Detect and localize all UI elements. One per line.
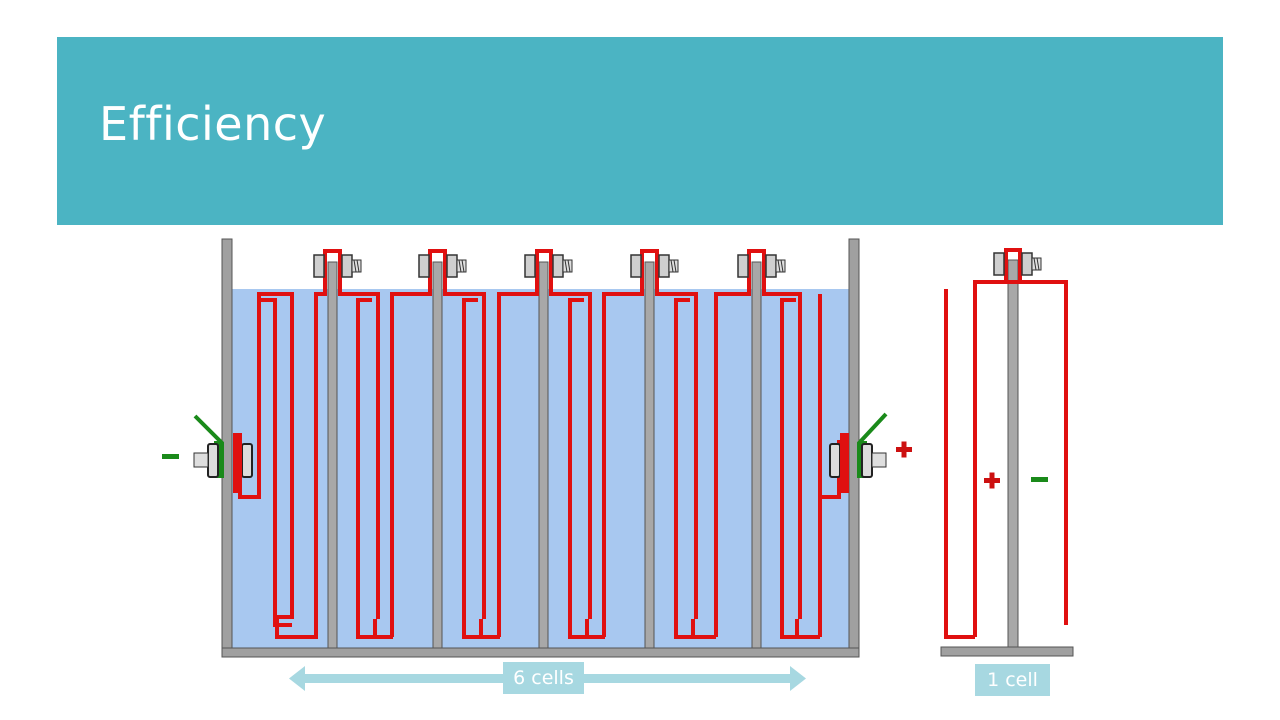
negative-terminal xyxy=(193,414,253,493)
minus-sign-left xyxy=(162,454,179,459)
title-bar: Efficiency xyxy=(57,37,1223,225)
plus-sign-right xyxy=(896,441,912,458)
one-cell-label: 1 cell xyxy=(975,664,1050,696)
cell-plus-sign xyxy=(984,472,1000,489)
positive-terminal xyxy=(829,412,888,493)
slide-title: Efficiency xyxy=(99,97,327,151)
six-cells-label: 6 cells xyxy=(503,662,584,694)
battery-plates xyxy=(238,249,841,639)
cell-separators xyxy=(327,261,762,649)
cell-minus-sign xyxy=(1031,477,1048,482)
single-cell xyxy=(940,248,1074,657)
